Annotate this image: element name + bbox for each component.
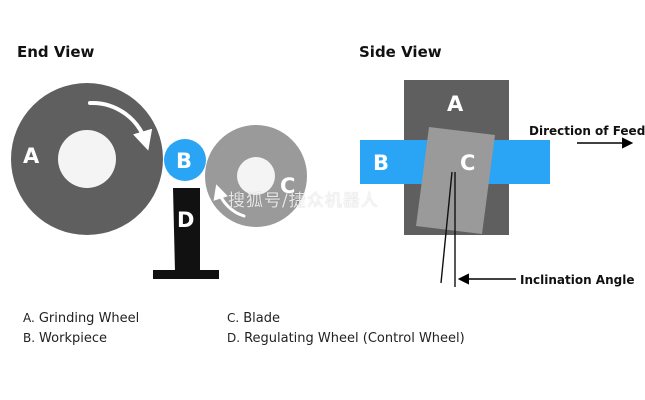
workpiece	[164, 139, 206, 181]
direction-of-feed-label: Direction of Feed	[529, 124, 645, 138]
legend-item-c: C.Blade	[227, 311, 280, 326]
end-view-label-b: B	[176, 149, 192, 173]
regulating-wheel-hub	[237, 157, 275, 195]
watermark: 搜狐号/捷众机器人	[228, 191, 379, 211]
end-view-label-a: A	[23, 144, 40, 168]
side-view-label-a: A	[447, 92, 464, 116]
end-view-title: End View	[17, 43, 95, 61]
blade	[173, 188, 200, 272]
inclination-angle-label: Inclination Angle	[520, 273, 634, 287]
regulating-rotation-arrow-icon	[213, 184, 246, 218]
side-view-label-c: C	[460, 151, 475, 175]
legend-item-a: A.Grinding Wheel	[23, 311, 139, 326]
side-view-title: Side View	[359, 43, 442, 61]
legend-key: C.	[227, 311, 240, 325]
side-view-label-b: B	[373, 151, 389, 175]
legend-text: Grinding Wheel	[38, 311, 140, 326]
legend-text: Blade	[243, 311, 280, 326]
legend-item-b: B.Workpiece	[23, 331, 107, 346]
legend-text: Regulating Wheel (Control Wheel)	[244, 331, 465, 346]
legend-text: Workpiece	[39, 331, 107, 346]
grinding-wheel-hub	[58, 130, 116, 188]
end-view-label-c: C	[280, 174, 295, 198]
rotation-arrow-icon	[88, 100, 153, 151]
legend-key: D.	[227, 331, 241, 345]
legend-key: B.	[23, 331, 36, 345]
legend-item-d: D.Regulating Wheel (Control Wheel)	[227, 331, 465, 346]
end-view-label-d: D	[177, 208, 194, 232]
legend-key: A.	[23, 311, 35, 325]
blade-base	[153, 270, 219, 279]
inclination-line-tilted	[440, 171, 453, 284]
